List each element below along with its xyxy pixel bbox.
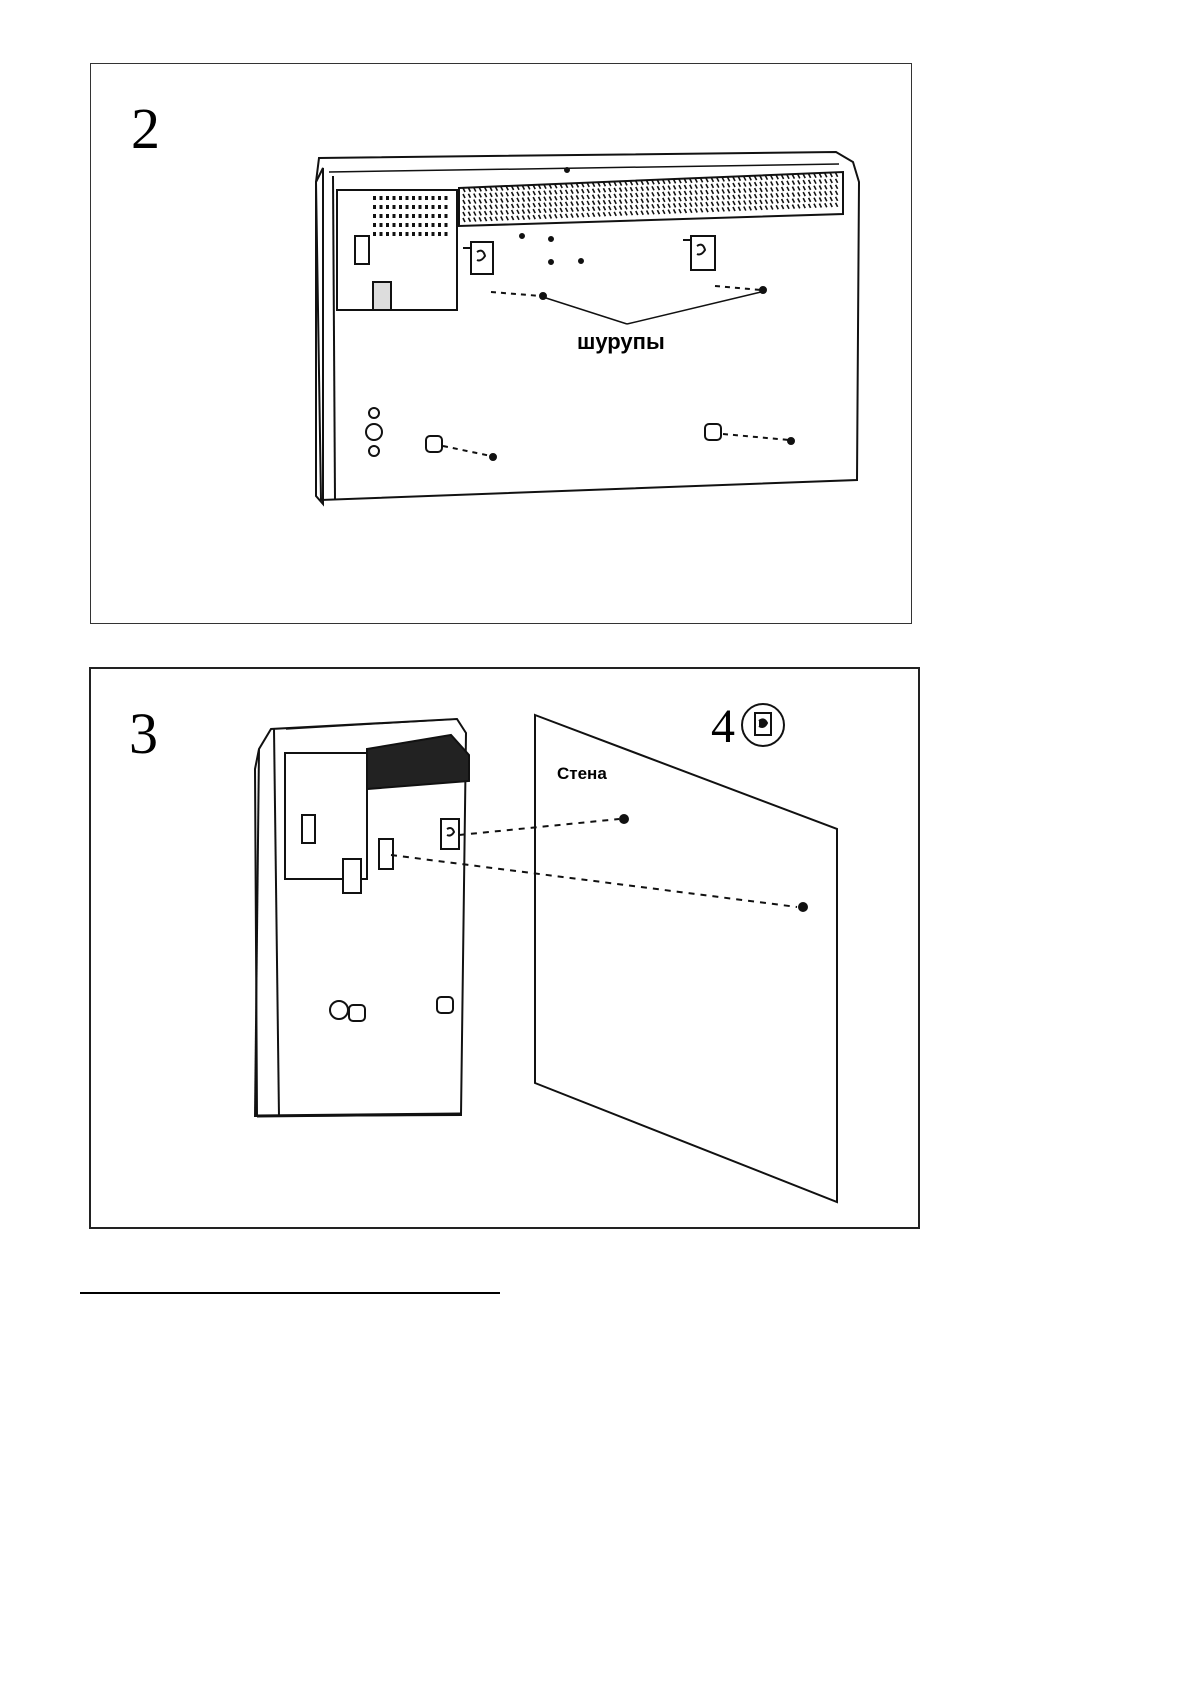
brackets-and-screws-illustration	[91, 64, 911, 623]
figure-2-panel: 2	[90, 63, 912, 624]
footnote-rule	[80, 1292, 500, 1294]
wall-bracket-icon	[683, 236, 715, 270]
wall-bracket-icon	[463, 242, 493, 274]
wall-label: Стена	[557, 764, 607, 784]
bracket-hook-icon	[741, 703, 785, 747]
wall-mount-illustration	[91, 669, 918, 1227]
screws-callout-label: шурупы	[577, 329, 665, 355]
figure-3-panel: 3 4 Стена	[89, 667, 920, 1229]
